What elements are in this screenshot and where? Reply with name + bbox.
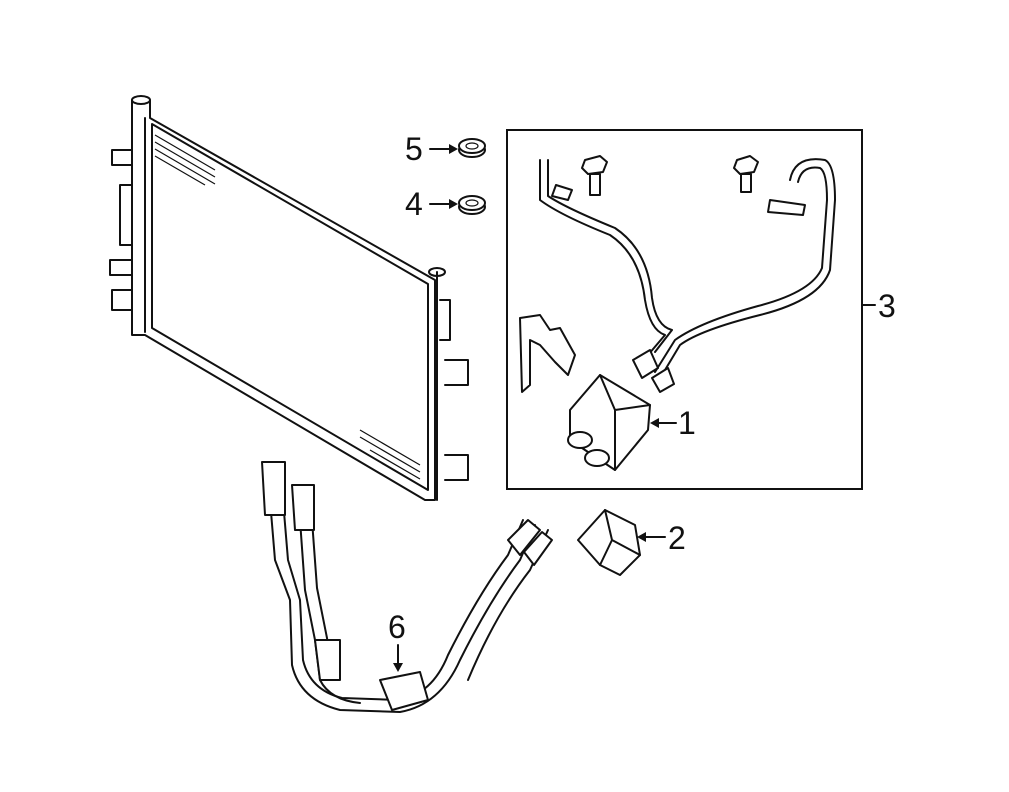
radiator-cooler [109, 95, 469, 501]
callout-2-label: 2 [668, 520, 686, 556]
callout-6: 6 [388, 609, 406, 672]
grommet-5 [458, 138, 486, 158]
callout-3: 3 [861, 288, 896, 324]
bracket [519, 314, 576, 393]
oil-cooler-1 [567, 374, 651, 471]
hose-assembly-6 [261, 461, 553, 713]
callout-4: 4 [405, 186, 458, 222]
callout-4-label: 4 [405, 186, 423, 222]
callout-6-label: 6 [388, 609, 406, 645]
callout-2: 2 [637, 520, 686, 556]
assembly-box [506, 129, 863, 490]
bolt-right [733, 155, 759, 193]
grommet-4 [458, 195, 486, 215]
callout-1-label: 1 [678, 405, 696, 441]
callout-5: 5 [405, 131, 458, 167]
bolt-left [581, 155, 608, 196]
callout-5-label: 5 [405, 131, 423, 167]
callout-3-label: 3 [878, 288, 896, 324]
heat-shield-2 [577, 509, 641, 576]
callout-1: 1 [650, 405, 696, 441]
cooler-lines [539, 158, 836, 393]
